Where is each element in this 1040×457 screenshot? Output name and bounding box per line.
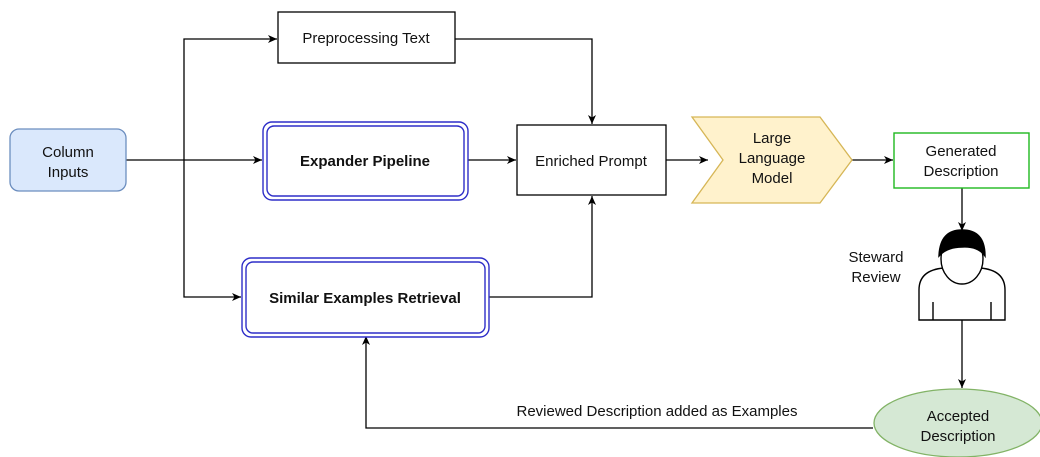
enriched-prompt-node: Enriched Prompt [516,124,667,196]
steward-person-icon [918,229,1006,321]
similar-examples-retrieval-label: Similar Examples Retrieval [269,290,461,307]
llm-label-3: Model [752,170,793,187]
expander-pipeline-label: Expander Pipeline [300,153,430,170]
similar-examples-retrieval-node: Similar Examples Retrieval [241,257,490,338]
column-inputs-label-1: Column [42,144,94,161]
generated-description-node: Generated Description [893,132,1030,189]
edge-input-to-similar [183,160,241,301]
column-inputs-label-2: Inputs [48,164,89,181]
edge-preprocessing-to-enriched [455,38,596,124]
accepted-description-label-1: Accepted [927,408,990,425]
large-language-model-node: Large Language Model [690,116,853,204]
accepted-description-node: Accepted Description [873,388,1040,457]
preprocessing-text-label: Preprocessing Text [302,30,430,47]
preprocessing-text-node: Preprocessing Text [277,11,456,64]
feedback-edge-label: Reviewed Description added as Examples [517,403,798,420]
accepted-description-label-2: Description [920,428,995,445]
generated-description-label-1: Generated [926,143,997,160]
column-inputs-node: Column Inputs [9,128,127,192]
edge-input-to-preprocessing [183,35,277,160]
edge-similar-to-enriched [489,196,596,298]
llm-label-1: Large [753,130,791,147]
edge-accepted-to-similar [362,336,873,429]
edges [126,35,966,429]
expander-pipeline-node: Expander Pipeline [262,121,469,201]
llm-label-2: Language [739,150,806,167]
steward-review-label-2: Review [851,269,900,286]
enriched-prompt-label: Enriched Prompt [535,153,648,170]
generated-description-label-2: Description [923,163,998,180]
steward-review-label-1: Steward [848,249,903,266]
